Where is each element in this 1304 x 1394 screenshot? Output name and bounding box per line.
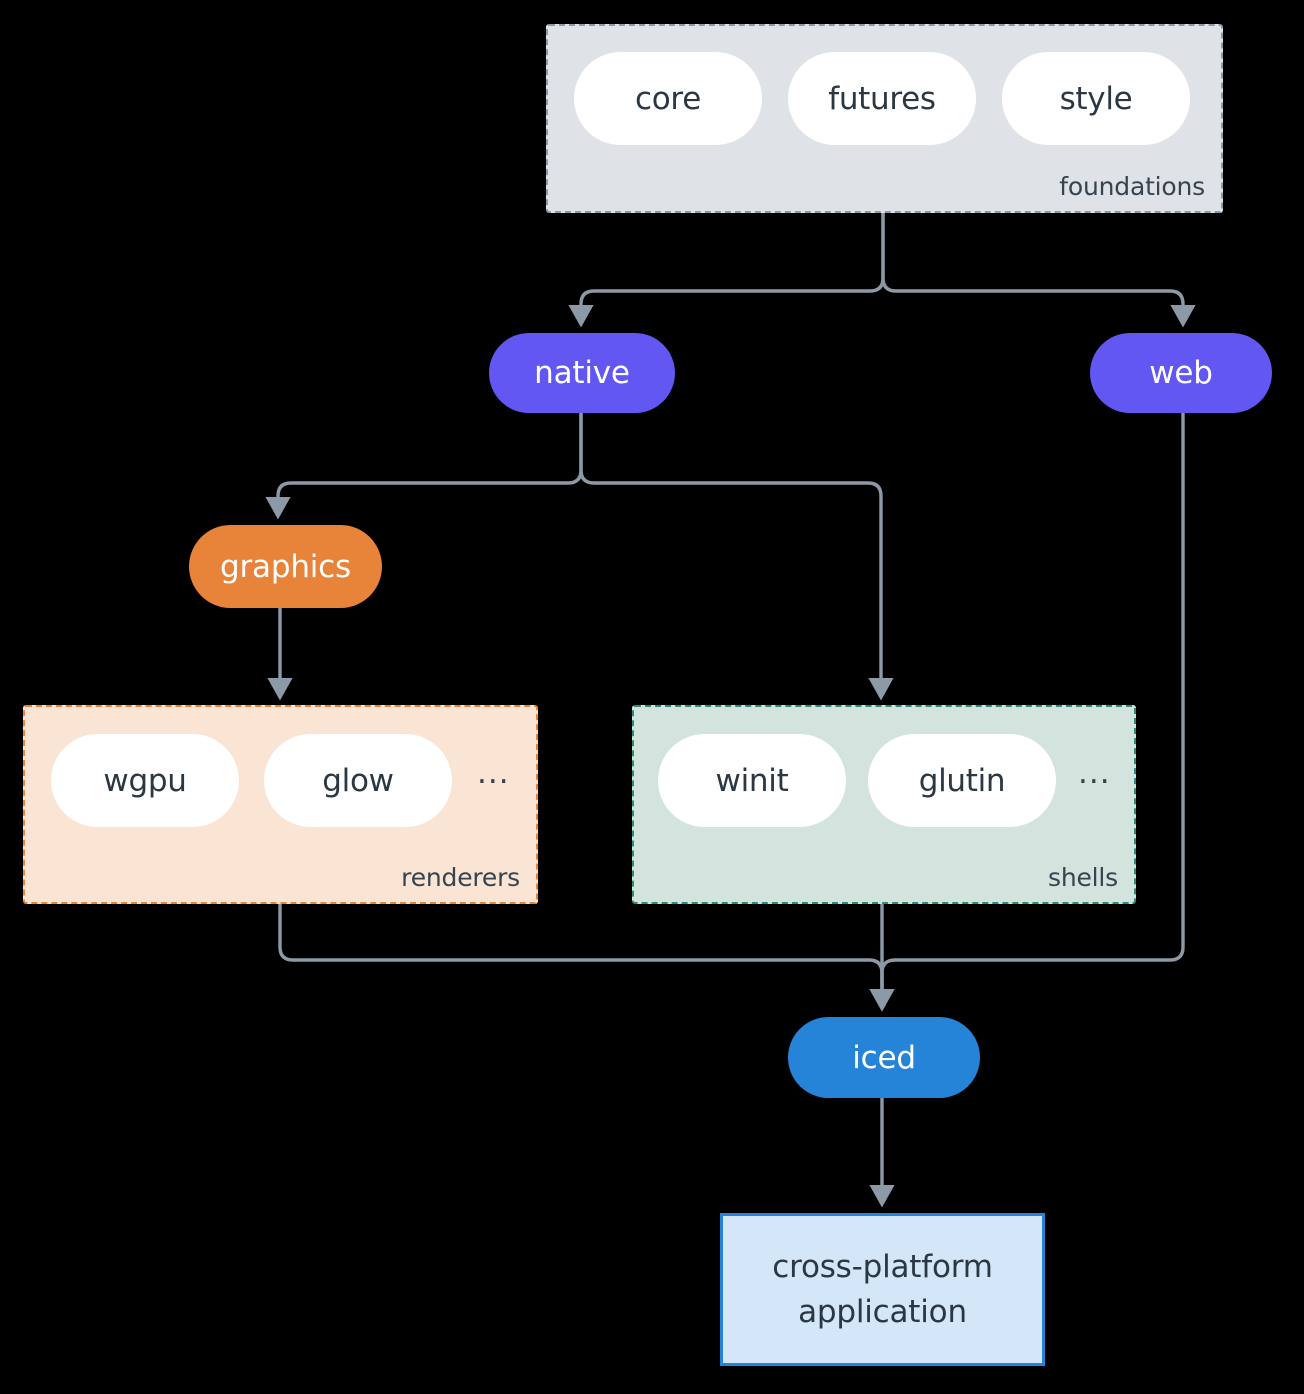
group-foundations[interactable]: core futures style foundations: [546, 24, 1223, 213]
node-iced-label: iced: [852, 1039, 916, 1076]
leaf-core[interactable]: core: [574, 52, 762, 145]
group-shells[interactable]: winit glutin ... shells: [632, 705, 1136, 904]
node-web[interactable]: web: [1090, 333, 1272, 413]
node-graphics-label: graphics: [220, 548, 351, 585]
leaf-style-label: style: [1059, 80, 1133, 117]
leaf-glow-label: glow: [322, 762, 394, 799]
leaf-glow[interactable]: glow: [264, 734, 452, 827]
group-foundations-label: foundations: [1059, 172, 1205, 201]
node-graphics[interactable]: graphics: [189, 525, 382, 608]
leaf-futures-label: futures: [828, 80, 936, 117]
shells-items: winit glutin ...: [658, 734, 1111, 827]
leaf-wgpu[interactable]: wgpu: [51, 734, 239, 827]
group-renderers[interactable]: wgpu glow ... renderers: [23, 705, 538, 904]
node-web-label: web: [1149, 355, 1213, 391]
leaf-glutin[interactable]: glutin: [868, 734, 1056, 827]
application-label-line1: cross-platform: [772, 1249, 993, 1286]
leaf-glutin-label: glutin: [918, 762, 1006, 799]
leaf-winit[interactable]: winit: [658, 734, 846, 827]
leaf-wgpu-label: wgpu: [103, 762, 187, 799]
foundations-items: core futures style: [574, 52, 1190, 145]
leaf-core-label: core: [635, 80, 701, 117]
leaf-style[interactable]: style: [1002, 52, 1190, 145]
application-label-line2: application: [798, 1293, 967, 1330]
node-iced[interactable]: iced: [788, 1017, 980, 1098]
group-renderers-label: renderers: [401, 863, 520, 892]
node-native[interactable]: native: [489, 333, 675, 413]
renderers-items: wgpu glow ...: [51, 734, 510, 827]
leaf-winit-label: winit: [715, 762, 789, 799]
node-native-label: native: [534, 355, 630, 391]
shells-more-ellipsis: ...: [1078, 755, 1111, 791]
renderers-more-ellipsis: ...: [477, 755, 510, 791]
node-cross-platform-application[interactable]: cross-platform application: [720, 1213, 1045, 1366]
leaf-futures[interactable]: futures: [788, 52, 976, 145]
group-shells-label: shells: [1048, 863, 1118, 892]
